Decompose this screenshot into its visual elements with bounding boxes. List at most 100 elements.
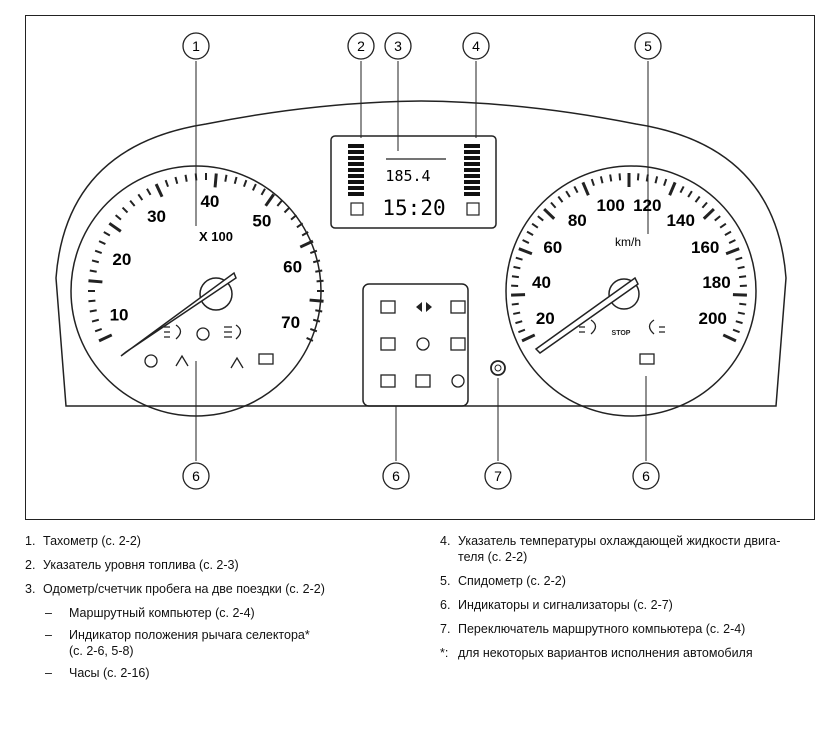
gauge-tick: [276, 199, 283, 207]
gauge-tick: [513, 265, 521, 270]
gauge-tick: [537, 215, 544, 222]
callout-label: 6: [192, 468, 200, 484]
gauge-tick: [94, 328, 103, 333]
speedometer-face: [505, 165, 757, 417]
turn-signals-icon: [416, 302, 432, 312]
gauge-tick: [618, 173, 622, 181]
gauge-tick: [260, 188, 266, 196]
gauge-tick: [89, 269, 97, 273]
gauge-tick: [738, 275, 747, 279]
gauge-tick: [511, 275, 520, 279]
fog-light-icon-2: [648, 319, 665, 335]
central-display: 185.4 15:20: [330, 135, 497, 229]
gauge-tick: [737, 311, 745, 315]
gauge-tick: [735, 256, 743, 261]
oil-pressure-icon: [380, 337, 396, 351]
level-bar: [464, 156, 480, 160]
gauge-tick: [316, 279, 324, 283]
gauge-tick: [137, 193, 144, 201]
gauge-scale-label: 140: [667, 211, 695, 230]
level-bar: [464, 150, 480, 154]
gauge-tick: [154, 183, 164, 198]
gauge-scale-label: 20: [112, 250, 131, 269]
gauge-tick: [312, 259, 321, 264]
callout-label: 6: [642, 468, 650, 484]
speedo-indicators: STOP: [579, 319, 665, 365]
callout-label: 1: [192, 38, 200, 54]
callout-circle-6: [382, 462, 410, 490]
gauge-tick: [309, 249, 318, 254]
gauge-tick: [309, 328, 318, 333]
gauge-tick: [309, 298, 324, 303]
callout-circle-4: [462, 32, 490, 60]
gauge-tick: [725, 247, 740, 256]
trip-computer-switch: [490, 360, 506, 376]
gauge-scale-label: 100: [597, 196, 625, 215]
gauge-tick: [301, 231, 309, 237]
gauge-scale-label: 40: [200, 192, 219, 211]
callout-label: 2: [357, 38, 365, 54]
level-bar: [348, 186, 364, 190]
callout-label: 3: [394, 38, 402, 54]
legend-item-4: 4. Указатель температуры охлаждающей жид…: [440, 534, 781, 564]
gauge-tick: [296, 222, 304, 229]
gauge-tick: [668, 181, 677, 196]
level-bar: [464, 180, 480, 184]
tacho-indicators: [144, 324, 274, 369]
legend-sub-1: – Маршрутный компьютер (с. 2-4): [45, 606, 255, 620]
legend-sub-3: – Часы (с. 2-16): [45, 666, 150, 680]
level-bar: [348, 156, 364, 160]
brake-warning-icon: [451, 374, 465, 388]
warning-lights-panel: [362, 283, 469, 407]
gauge-tick: [565, 190, 571, 198]
gauge-tick: [739, 302, 747, 306]
gauge-tick: [543, 207, 556, 220]
level-bar: [348, 162, 364, 166]
gauge-tick: [91, 259, 100, 264]
speedometer-ticks: [511, 173, 747, 343]
gauge-tick: [518, 328, 526, 334]
gauge-tick: [550, 201, 557, 209]
warning-icons: [380, 300, 466, 388]
gauge-tick: [146, 188, 152, 196]
gauge-scale-label: 40: [532, 273, 551, 292]
gauge-tick: [645, 174, 649, 182]
airbag-icon: [175, 354, 189, 367]
gauge-scale-label: 120: [633, 196, 661, 215]
gauge-tick: [573, 185, 579, 194]
gauge-tick: [609, 174, 613, 182]
gauge-tick: [174, 176, 179, 185]
gauge-tick: [737, 265, 745, 270]
legend-item-1: 1. Тахометр (с. 2-2): [25, 534, 141, 548]
level-bar: [464, 168, 480, 172]
gauge-scale-label: 70: [281, 313, 300, 332]
gauge-tick: [213, 173, 218, 188]
legend-item-2: 2. Указатель уровня топлива (с. 2-3): [25, 558, 239, 572]
gauge-tick: [515, 256, 523, 261]
gauge-tick: [108, 222, 122, 233]
check-engine-icon: [415, 374, 431, 388]
legend-item-5: 5. Спидометр (с. 2-2): [440, 574, 566, 588]
level-bar: [464, 186, 480, 190]
gauge-tick: [719, 222, 727, 229]
gauge-tick: [522, 239, 530, 244]
gauge-scale-label: 180: [702, 273, 730, 292]
legend-right: 4. Указатель температуры охлаждающей жид…: [440, 533, 815, 669]
gauge-tick: [89, 309, 97, 313]
tachometer-ticks: [88, 173, 324, 343]
glow-plug-icon: [450, 337, 466, 351]
gauge-tick: [735, 320, 743, 325]
gauge-tick: [687, 190, 693, 198]
gauge-tick: [252, 183, 257, 191]
gauge-tick: [164, 179, 169, 188]
tachometer-unit: X 100: [199, 229, 233, 244]
gauge-scale-label: 60: [543, 238, 562, 257]
callout-label: 6: [392, 468, 400, 484]
legend-left: 1. Тахометр (с. 2-2) 2. Указатель уровня…: [25, 533, 410, 687]
gauge-scale-label: 20: [536, 309, 555, 328]
cluster-outline: [55, 100, 787, 407]
callout-circle-7: [484, 462, 512, 490]
